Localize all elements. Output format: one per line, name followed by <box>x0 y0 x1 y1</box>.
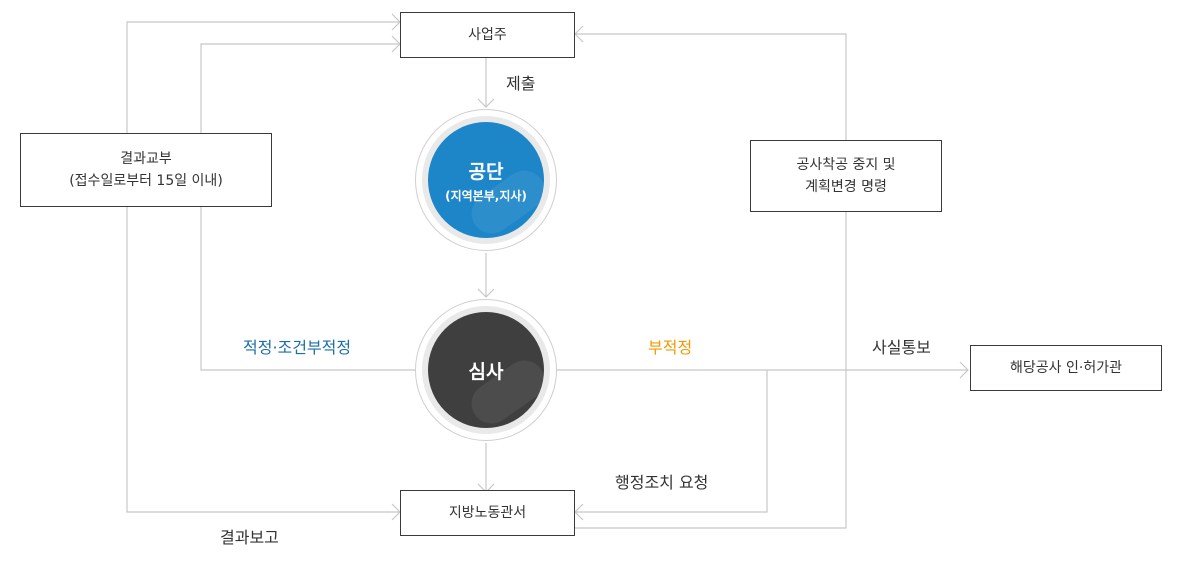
arrowhead <box>477 288 495 298</box>
labor-office-label: 지방노동관서 <box>448 504 527 521</box>
agency-circle: 공단 (지역본부,지사) <box>428 122 544 238</box>
result-notice-title: 결과교부 <box>120 150 172 167</box>
connector-result-labor <box>126 207 400 513</box>
suitable-label: 적정·조건부적정 <box>243 338 352 357</box>
result-report-label: 결과보고 <box>220 528 279 547</box>
agency-node: 공단 (지역본부,지사) <box>415 109 557 251</box>
result-notice-deadline: (접수일로부터 15일 이내) <box>69 173 223 189</box>
connector-result-employer <box>126 21 400 133</box>
unsuitable-label: 부적정 <box>648 338 693 357</box>
submit-label: 제출 <box>506 74 536 93</box>
permit-authority-label: 해당공사 인·허가관 <box>1010 359 1122 376</box>
labor-office-box: 지방노동관서 <box>400 490 575 536</box>
stop-order-line2: 계획변경 명령 <box>805 179 887 195</box>
admin-request-label: 행정조치 요청 <box>615 473 709 492</box>
connector-admin-request <box>575 370 768 513</box>
review-title: 심사 <box>468 360 504 383</box>
arrowhead <box>477 98 495 108</box>
connector-review-suitable <box>200 43 416 371</box>
connector-labor-stop <box>575 212 847 529</box>
stop-order-box: 공사착공 중지 및 계획변경 명령 <box>750 140 942 212</box>
arrowhead <box>574 25 584 43</box>
agency-title: 공단 <box>468 160 504 183</box>
review-node: 심사 <box>415 299 557 441</box>
result-notice-box: 결과교부 (접수일로부터 15일 이내) <box>20 133 272 207</box>
agency-subtitle: (지역본부,지사) <box>445 188 527 203</box>
connector-stop-employer <box>575 33 847 140</box>
permit-authority-box: 해당공사 인·허가관 <box>970 345 1162 391</box>
fact-notice-label: 사실통보 <box>872 338 931 357</box>
employer-label: 사업주 <box>468 26 507 43</box>
arrowhead <box>574 503 584 521</box>
stop-order-line1: 공사착공 중지 및 <box>796 156 896 173</box>
review-circle: 심사 <box>428 312 544 428</box>
employer-box: 사업주 <box>400 12 575 58</box>
arrowhead <box>959 361 969 379</box>
